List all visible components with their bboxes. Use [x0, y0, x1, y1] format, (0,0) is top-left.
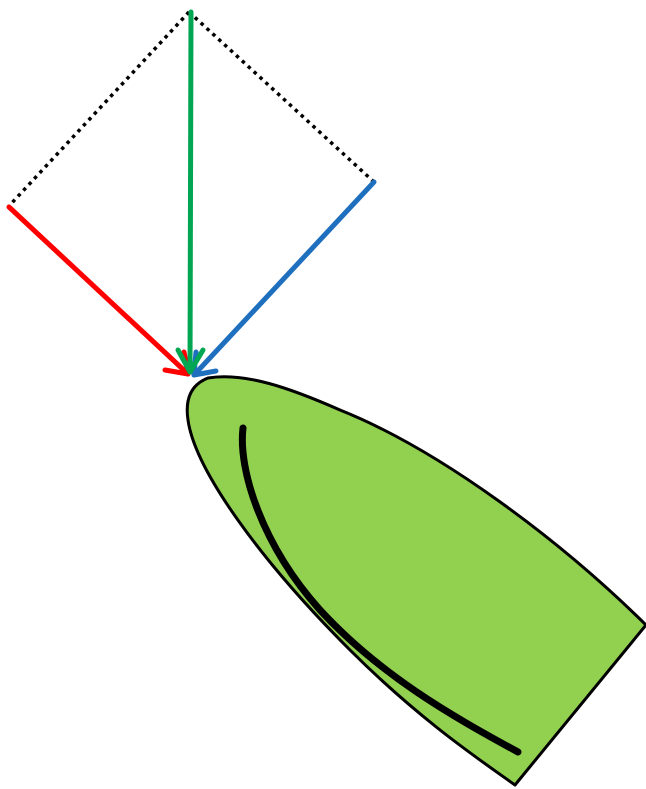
red-arrow-shaft [6, 204, 191, 377]
green-arrow-head [175, 347, 206, 375]
blue-arrow-shaft [191, 179, 377, 378]
boat-hull [185, 375, 646, 787]
green-arrow-shaft [187, 9, 194, 375]
dotted-top-right-edge [187, 10, 376, 184]
dotted-parallelogram [7, 10, 376, 208]
green-resultant-arrow [175, 9, 206, 375]
keel-line [238, 424, 522, 756]
